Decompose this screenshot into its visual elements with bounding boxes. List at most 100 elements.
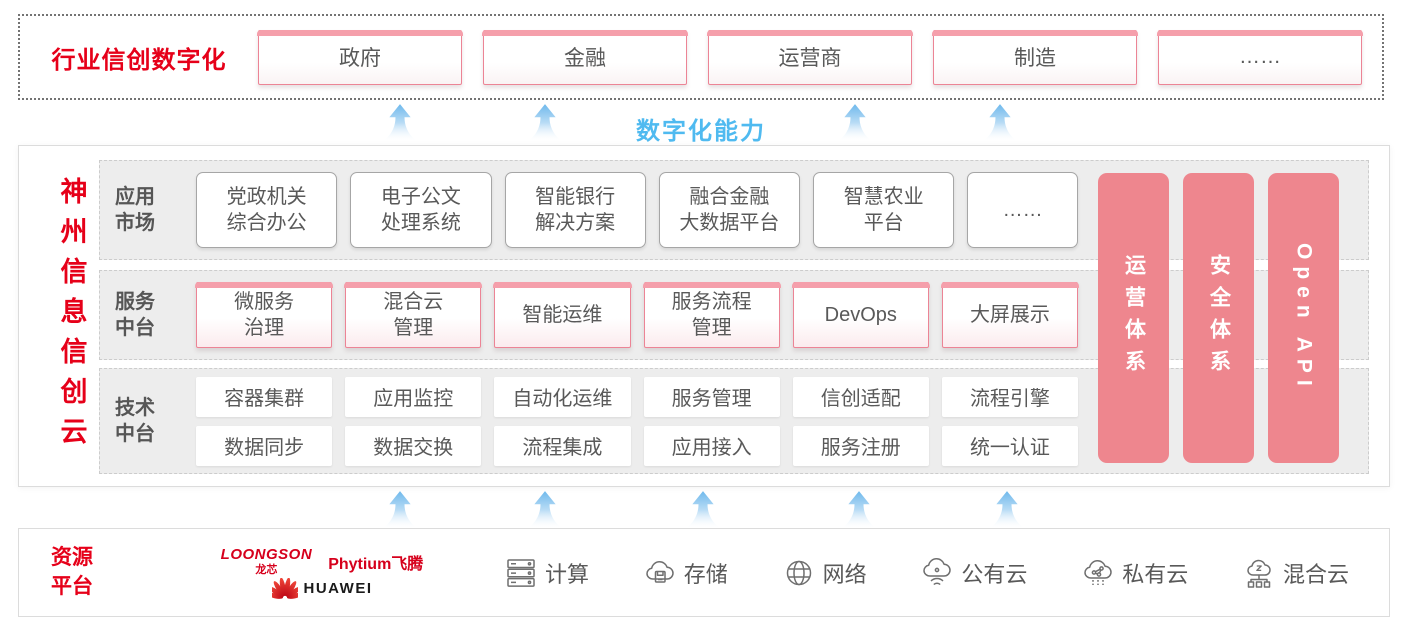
service-box-label: 微服务 治理 [234,291,295,339]
service-platform-label: 服务 中台 [115,291,155,339]
capability-label: 数字化能力 [636,118,766,145]
sector-finance: 金融 [482,29,688,85]
loongson-wordmark: LOONGSON [220,545,313,563]
sector-more: …… [1157,29,1363,85]
tech-row-1: 容器集群 应用监控 自动化运维 服务管理 信创适配 流程引擎 [196,376,1079,417]
app-box: 智能银行 解决方案 [504,172,646,248]
service-box-label: 混合云 管理 [383,291,444,339]
resource-item-label: 公有云 [961,561,1028,587]
up-arrow-icon [527,491,563,529]
sector-government: 政府 [257,29,463,85]
up-arrow-icon [685,491,721,529]
sector-label: 运营商 [778,47,842,70]
pink-cap [482,29,688,36]
app-box: 电子公文 处理系统 [350,172,492,248]
resource-item-label: 私有云 [1122,561,1189,587]
resource-platform-label: 资源 平台 [51,546,93,598]
loongson-cn-label: 龙芯 [255,563,278,576]
pink-cap [707,29,913,36]
resource-item-hybrid-cloud: 混合云 [1241,555,1349,591]
phytium-logo: Phytium飞腾 [328,555,424,573]
pink-cap [932,29,1138,36]
app-box: 智慧农业 平台 [813,172,955,248]
sector-label: 制造 [1014,47,1056,70]
resource-item-storage: 存储 [642,555,728,591]
tech-box: 流程集成 [494,425,631,466]
pillar-open-api: Open API [1268,173,1339,463]
sector-label: …… [1239,45,1281,68]
app-market-items: 党政机关 综合办公 电子公文 处理系统 智能银行 解决方案 融合金融 大数据平台… [196,172,1078,248]
pink-cap [791,282,930,288]
tech-box: 应用监控 [345,376,482,417]
tech-row-2: 数据同步 数据交换 流程集成 应用接入 服务注册 统一认证 [196,425,1079,466]
resource-item-network: 网络 [781,555,867,591]
tech-box: 流程引擎 [941,376,1079,417]
app-box: 融合金融 大数据平台 [658,172,801,248]
resource-item-public-cloud: 公有云 [919,555,1027,591]
public-cloud-icon [923,557,952,585]
tech-platform-items: 容器集群 应用监控 自动化运维 服务管理 信创适配 流程引擎 数据同步 数据交换… [196,376,1079,466]
vendor-logos: LOONGSON 龙芯 Phytium飞腾 [197,546,447,600]
tech-box: 数据同步 [196,425,333,466]
tech-box: 容器集群 [196,376,333,417]
pink-cap [257,29,463,36]
service-platform-panel: 服务 中台 微服务 治理 混合云 管理 智能运维 服务流程 管理 DevOps … [99,270,1369,360]
tech-box: 数据交换 [345,425,482,466]
tech-box: 应用接入 [643,425,780,466]
resource-item-label: 存储 [683,561,728,587]
tech-box: 信创适配 [792,376,929,417]
up-arrow-icon [841,491,877,529]
private-cloud-icon [1084,559,1112,585]
resource-platform-box: 资源 平台 LOONGSON 龙芯 Phytium飞腾 [18,528,1390,617]
tech-box: 服务管理 [643,376,780,417]
huawei-wordmark: HUAWEI [303,580,373,597]
service-box: 大屏展示 [940,282,1080,348]
pink-cap [493,282,632,288]
app-market-label: 应用 市场 [115,186,155,234]
huawei-logo: HUAWEI [271,577,373,600]
sector-label: 政府 [339,47,381,70]
pink-cap [1157,29,1363,36]
service-box: 混合云 管理 [344,282,483,348]
pillar-operation-system: 运营体系 [1098,173,1169,463]
resource-item-private-cloud: 私有云 [1080,555,1188,591]
tech-platform-panel: 技术 中台 容器集群 应用监控 自动化运维 服务管理 信创适配 流程引擎 数据同… [99,368,1369,474]
pink-cap [344,282,483,288]
up-arrow-icon [982,104,1018,142]
resource-items: 计算 存储 网络 [503,555,1349,591]
sector-manufacturing: 制造 [932,29,1138,85]
industry-band: 行业信创数字化 政府 金融 运营商 制造 …… [18,14,1384,100]
service-box-label: 大屏展示 [969,304,1050,326]
service-box: 微服务 治理 [195,282,334,348]
service-platform-items: 微服务 治理 混合云 管理 智能运维 服务流程 管理 DevOps 大屏展示 [195,282,1080,348]
loongson-logo: LOONGSON 龙芯 [221,546,313,577]
pink-cap [940,282,1080,288]
pink-cap [195,282,334,288]
cloud-platform-box: 神州信息信创云 应用 市场 党政机关 综合办公 电子公文 处理系统 智能银行 解… [18,145,1390,487]
vendor-row: LOONGSON 龙芯 Phytium飞腾 [221,546,424,577]
huawei-flower-icon [271,577,298,599]
sector-carrier: 运营商 [707,29,913,85]
service-box-label: 服务流程 管理 [671,291,752,339]
app-market-panel: 应用 市场 党政机关 综合办公 电子公文 处理系统 智能银行 解决方案 融合金融… [99,160,1369,260]
service-box: DevOps [791,282,930,348]
storage-icon [646,560,674,583]
sector-label: 金融 [564,47,606,70]
tech-platform-label: 技术 中台 [115,397,155,445]
pink-cap [642,282,781,288]
service-box-label: DevOps [824,304,897,326]
up-arrow-icon [989,491,1025,529]
tech-box: 服务注册 [792,425,929,466]
app-box-more: …… [967,172,1078,248]
compute-icon [507,558,535,587]
resource-item-label: 计算 [545,561,590,587]
up-arrow-icon [527,104,563,142]
tech-box: 自动化运维 [494,376,631,417]
resource-item-label: 混合云 [1282,561,1349,587]
sector-row: 政府 金融 运营商 制造 …… [257,29,1382,85]
cloud-platform-title: 神州信息信创云 [56,177,87,457]
up-arrow-icon [382,491,418,529]
hybrid-cloud-icon [1247,559,1271,588]
service-box: 服务流程 管理 [642,282,781,348]
